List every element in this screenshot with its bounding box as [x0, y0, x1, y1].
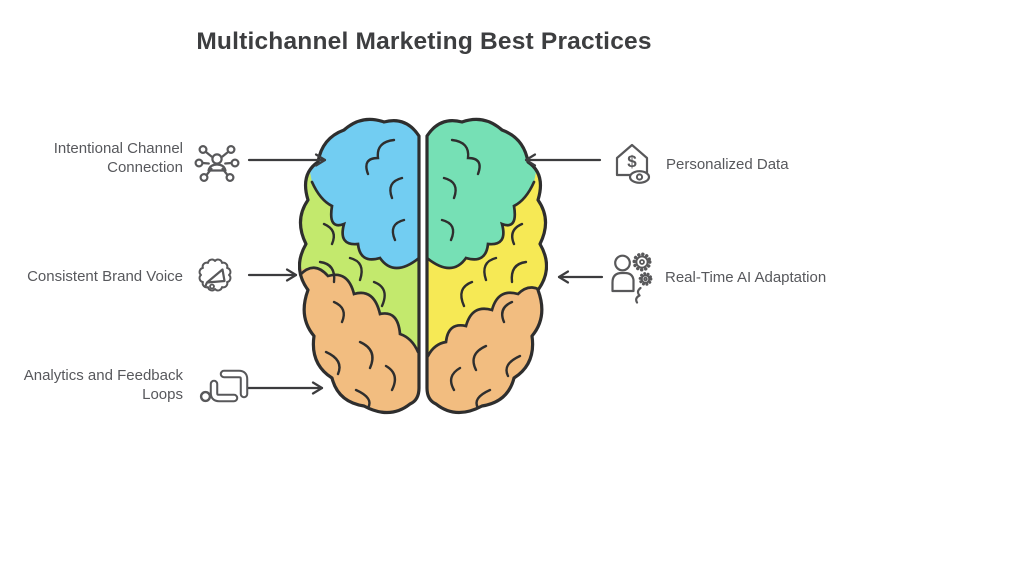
arrow-brand-voice — [247, 268, 298, 282]
left-gyri-lines — [318, 138, 406, 410]
brain-svg — [298, 117, 548, 415]
house-dollar-eye-icon: $ — [606, 137, 658, 187]
right-gyri-lines — [440, 138, 528, 410]
label-analytics-feedback-loops: Analytics and Feedback Loops — [23, 367, 183, 403]
label-real-time-ai-adaptation: Real-Time AI Adaptation — [665, 269, 827, 286]
yellow-orange-boundary — [427, 286, 547, 358]
teal-yellow-boundary — [427, 180, 536, 270]
brain-illustration — [298, 111, 548, 423]
arrow-ai-adaptation — [557, 270, 604, 284]
label-consistent-brand-voice: Consistent Brand Voice — [27, 268, 183, 285]
feedback-loops-icon — [198, 367, 250, 409]
label-intentional-channel-connection: Intentional Channel Connection — [53, 140, 183, 176]
green-orange-boundary — [299, 266, 419, 354]
megaphone-burst-icon — [194, 256, 236, 298]
dollar-glyph: $ — [627, 152, 637, 171]
left-blue-lobe — [306, 119, 419, 268]
right-teal-lobe — [427, 119, 540, 268]
person-gears-icon — [609, 250, 659, 306]
page-title: Multichannel Marketing Best Practices — [196, 28, 652, 55]
blue-green-boundary — [310, 180, 419, 270]
right-hemisphere-outline — [425, 117, 548, 415]
label-personalized-data: Personalized Data — [666, 156, 789, 173]
person-network-icon — [193, 140, 241, 188]
left-hemisphere-outline — [298, 117, 421, 415]
